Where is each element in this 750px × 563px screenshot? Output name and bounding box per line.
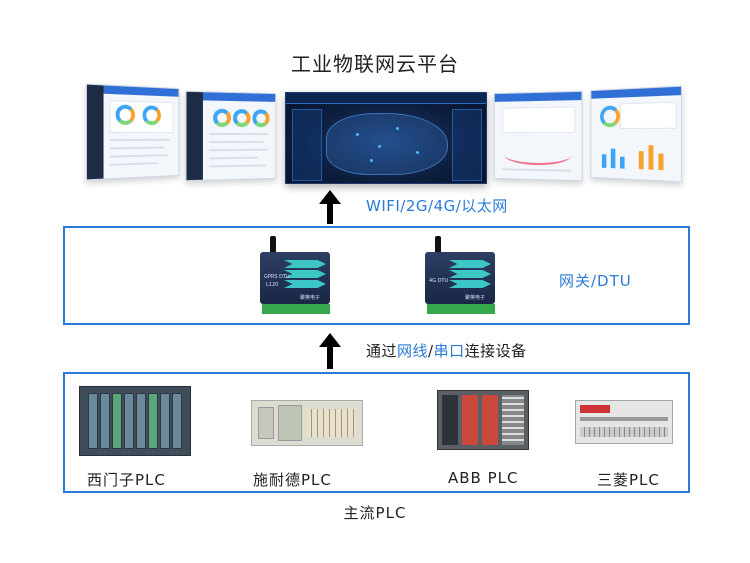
dashboard-screenshot-2	[185, 91, 276, 181]
gateway-box: GPRS DTU L120 聚英电子 4G DTU 聚英电子 网关/DTU	[63, 226, 690, 325]
plc-label-schneider: 施耐德PLC	[253, 469, 332, 490]
plc-label-abb: ABB PLC	[448, 469, 519, 487]
plc-box: 西门子PLC 施耐德PLC ABB PLC 三菱PLC	[63, 372, 690, 493]
dashboard-gallery	[0, 80, 750, 190]
abb-plc-icon	[437, 390, 529, 450]
dtu-device-right: 4G DTU 聚英电子	[425, 236, 499, 322]
arrow-up-middle	[319, 333, 341, 369]
dashboard-screenshot-3	[494, 91, 583, 181]
platform-title: 工业物联网云平台	[0, 48, 750, 77]
gateway-label: 网关/DTU	[559, 270, 632, 291]
siemens-plc-icon	[79, 386, 191, 456]
schneider-plc-icon	[251, 400, 363, 446]
mitsubishi-plc-icon	[575, 400, 673, 444]
cloud-link-label: WIFI/2G/4G/以太网	[366, 195, 508, 216]
dashboard-screenshot-1	[86, 84, 179, 181]
arrow-up-top	[319, 190, 341, 224]
connection-label: 通过网线/串口连接设备	[366, 340, 527, 361]
dashboard-screenshot-4	[591, 86, 683, 183]
dtu-device-left: GPRS DTU L120 聚英电子	[260, 236, 334, 322]
dashboard-screenshot-map	[285, 92, 487, 184]
plc-label-siemens: 西门子PLC	[87, 469, 166, 490]
mainstream-plc-label: 主流PLC	[0, 502, 750, 523]
plc-label-mitsubishi: 三菱PLC	[597, 469, 660, 490]
